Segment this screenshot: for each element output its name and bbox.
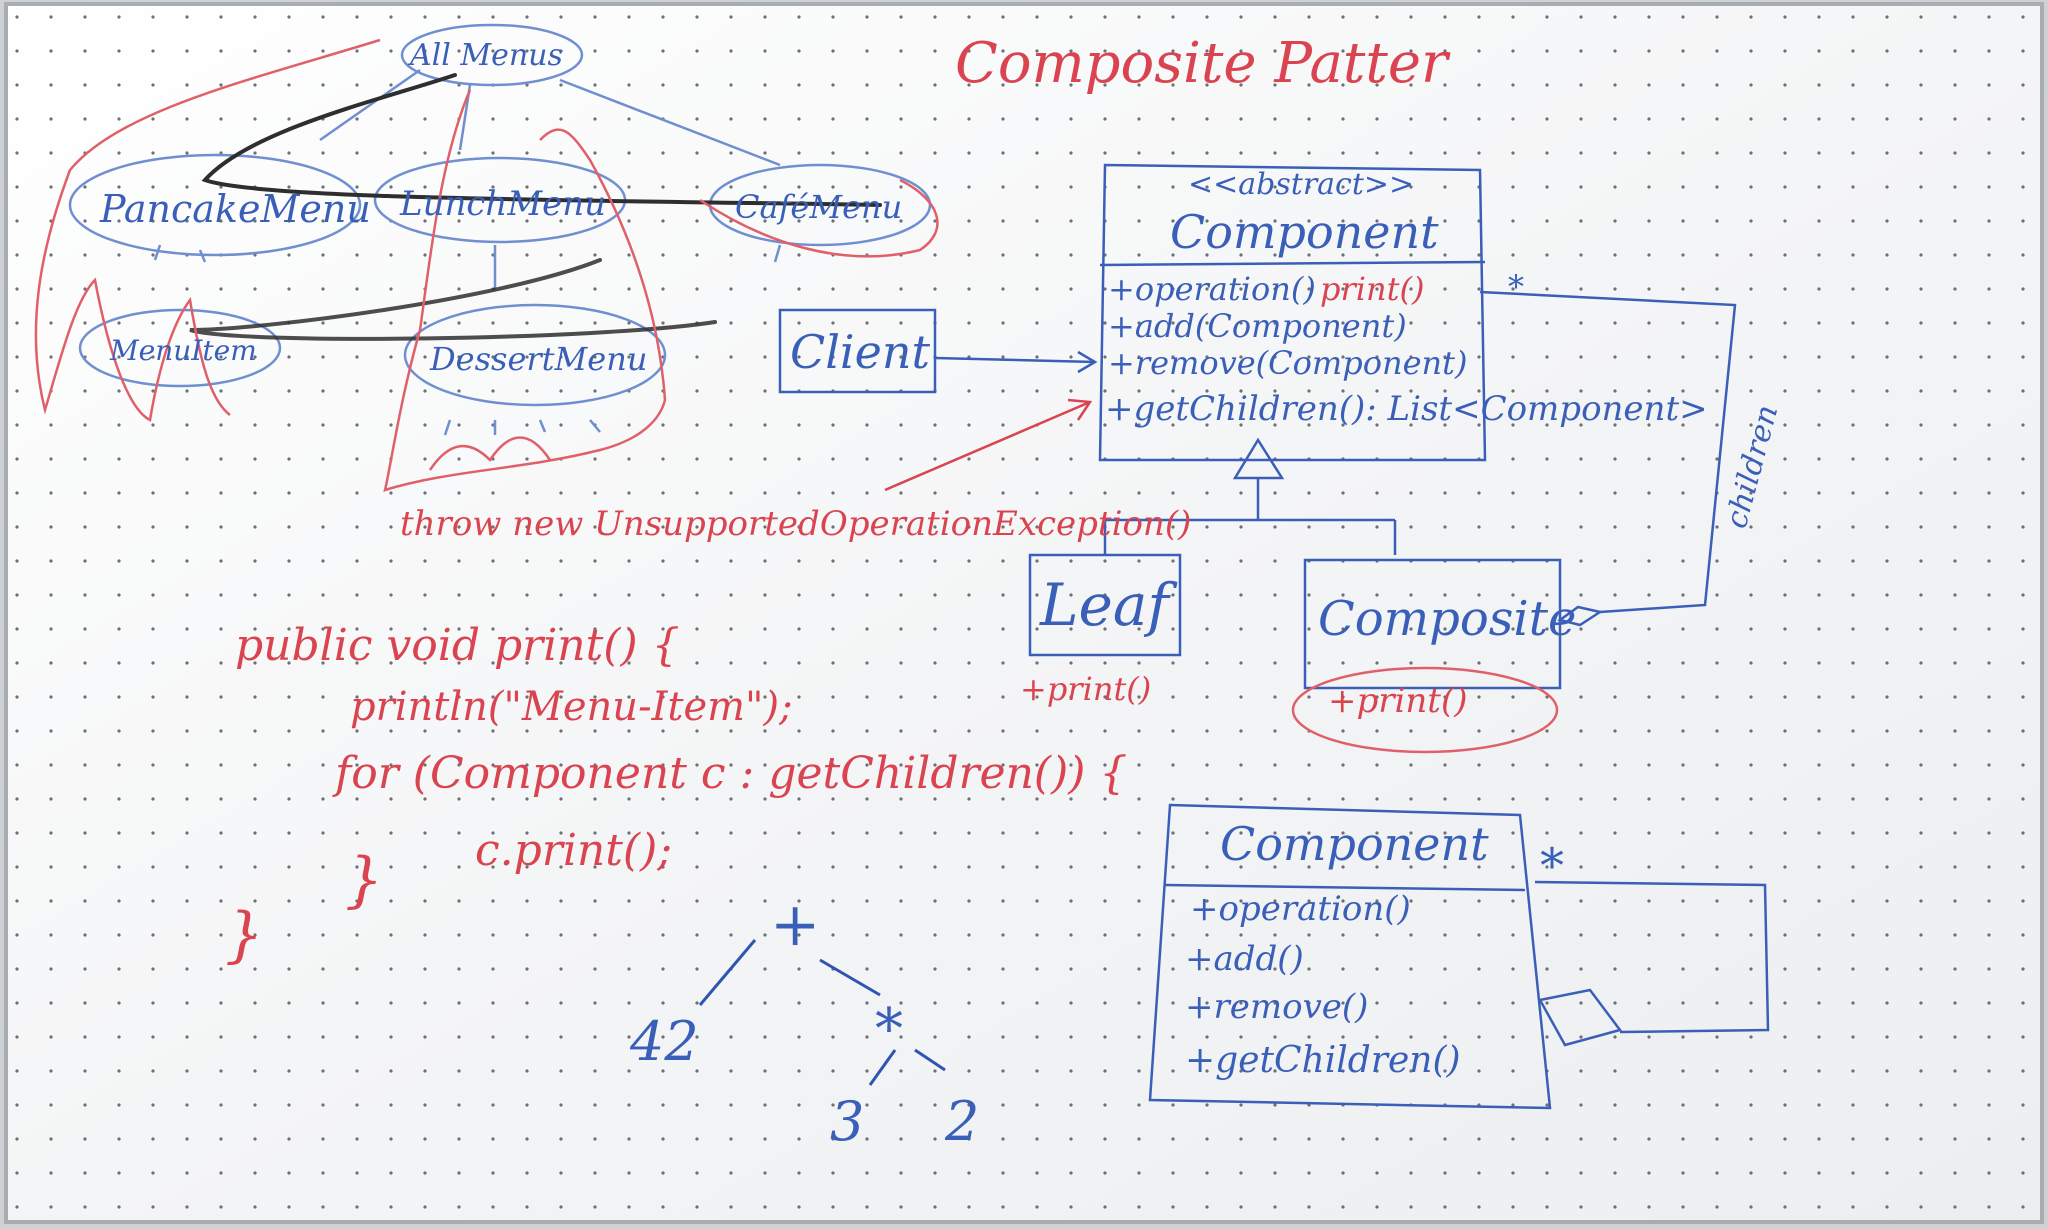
code-line-6: } <box>225 900 263 970</box>
red-scribbles <box>34 38 939 492</box>
expression-tree <box>698 939 946 1086</box>
exception-text: throw new UnsupportedOperationException(… <box>400 504 1191 544</box>
client-label: Client <box>790 325 930 379</box>
node-dessert <box>403 303 667 407</box>
children-association <box>1479 290 1737 614</box>
dot-grid <box>8 8 2040 1218</box>
op-add: +add(Component) <box>1108 307 1407 345</box>
leaf-box <box>1028 553 1182 657</box>
all-menus-label: All Menus <box>407 38 563 73</box>
exception-arrow <box>884 398 1093 492</box>
op-getchildren: +getChildren(): List<Component> <box>1105 389 1708 429</box>
code-line-3: for (Component c : getChildren()) { <box>332 748 1127 799</box>
bottom-op-remove: +remove() <box>1185 987 1368 1027</box>
uml-bottom <box>1148 803 1770 1110</box>
multiplicity-bottom: * <box>1540 838 1564 894</box>
composite-box <box>1303 558 1562 690</box>
node-all-menus <box>400 23 584 87</box>
title-text: Composite Patter <box>955 31 1451 96</box>
code-line-2: println("Menu-Item"); <box>350 684 793 730</box>
component-box-bottom <box>1148 803 1552 1110</box>
op-remove: +remove(Component) <box>1108 344 1468 382</box>
composite-op: +print() <box>1328 681 1467 721</box>
leaf-op: +print() <box>1020 670 1151 708</box>
op-print-red: print() <box>1320 270 1424 308</box>
black-strokes <box>189 73 882 341</box>
leaf-label: Leaf <box>1039 571 1178 639</box>
cafe-label: CaféMenu <box>735 188 902 226</box>
composite-op-circle <box>1291 666 1559 754</box>
code-line-4: c.print(); <box>475 825 672 876</box>
expr-2: 2 <box>944 1090 979 1153</box>
menu-tree <box>68 23 932 436</box>
lunch-label: LunchMenu <box>399 184 606 224</box>
aggregation-diamond-bottom <box>1538 988 1623 1047</box>
expr-3: 3 <box>830 1090 864 1153</box>
node-menuitem <box>78 308 282 388</box>
expr-42: 42 <box>629 1010 699 1073</box>
expr-times: * <box>875 997 903 1062</box>
node-pancake <box>68 153 362 257</box>
composite-label: Composite <box>1318 591 1576 647</box>
pancake-label: PancakeMenu <box>99 187 371 231</box>
component-title: Component <box>1170 205 1439 259</box>
aggregation-diamond <box>1557 605 1604 627</box>
menuitem-label: MenuItem <box>109 334 257 367</box>
stereotype-label: <<abstract>> <box>1188 167 1414 202</box>
code-line-1: public void print() { <box>235 620 680 671</box>
multiplicity-top: * <box>1508 268 1524 306</box>
op-operation: +operation() <box>1108 270 1316 308</box>
bottom-op-getchildren: +getChildren() <box>1185 1040 1461 1081</box>
uml-top <box>778 163 1737 690</box>
code-line-5: } <box>345 845 383 915</box>
expr-plus: + <box>770 890 820 960</box>
bottom-op-operation: +operation() <box>1190 889 1411 929</box>
dessert-label: DessertMenu <box>429 340 647 378</box>
client-box <box>778 308 937 394</box>
component-bottom-title: Component <box>1220 817 1489 871</box>
component-box <box>1098 163 1487 462</box>
bottom-op-add: +add() <box>1185 939 1304 979</box>
